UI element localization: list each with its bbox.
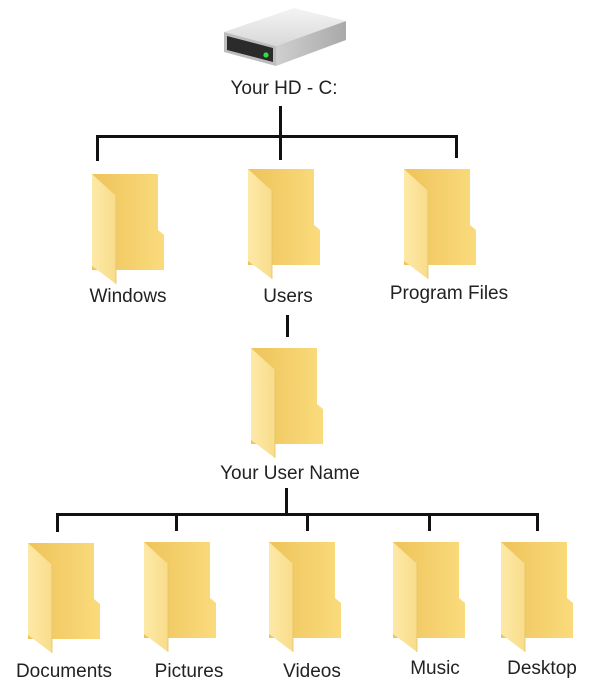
root-drive-label: Your HD - C: <box>230 78 338 99</box>
folder-label-users: Users <box>263 286 313 307</box>
folder-icon <box>402 167 480 281</box>
connector-videos <box>306 513 309 531</box>
connector-level3-horizontal <box>56 513 539 516</box>
hard-drive-icon <box>218 4 352 74</box>
connector-pictures <box>175 513 178 531</box>
folder-label-desktop: Desktop <box>507 658 577 679</box>
connector-music <box>428 513 431 531</box>
folder-icon <box>267 540 345 654</box>
folder-icon <box>249 346 327 460</box>
folder-label-pictures: Pictures <box>154 661 224 682</box>
connector-program-files <box>455 135 458 158</box>
folder-icon <box>499 540 577 654</box>
folder-icon <box>246 167 324 281</box>
folder-label-music: Music <box>410 658 460 679</box>
folder-label-program-files: Program Files <box>389 283 509 304</box>
connector-users-username <box>286 315 289 337</box>
folder-label-windows: Windows <box>89 286 167 307</box>
folder-icon <box>26 541 104 655</box>
connector-username-vertical <box>285 488 288 515</box>
folder-icon <box>90 172 168 286</box>
folder-icon <box>142 540 220 654</box>
folder-label-videos: Videos <box>283 661 341 682</box>
connector-root-vertical <box>279 106 282 160</box>
connector-level1-horizontal <box>96 135 458 138</box>
connector-documents <box>56 513 59 532</box>
connector-windows <box>96 135 99 161</box>
folder-label-documents: Documents <box>15 661 113 682</box>
connector-desktop <box>536 513 539 531</box>
folder-icon <box>391 540 469 654</box>
folder-label-your-user-name: Your User Name <box>220 463 360 484</box>
